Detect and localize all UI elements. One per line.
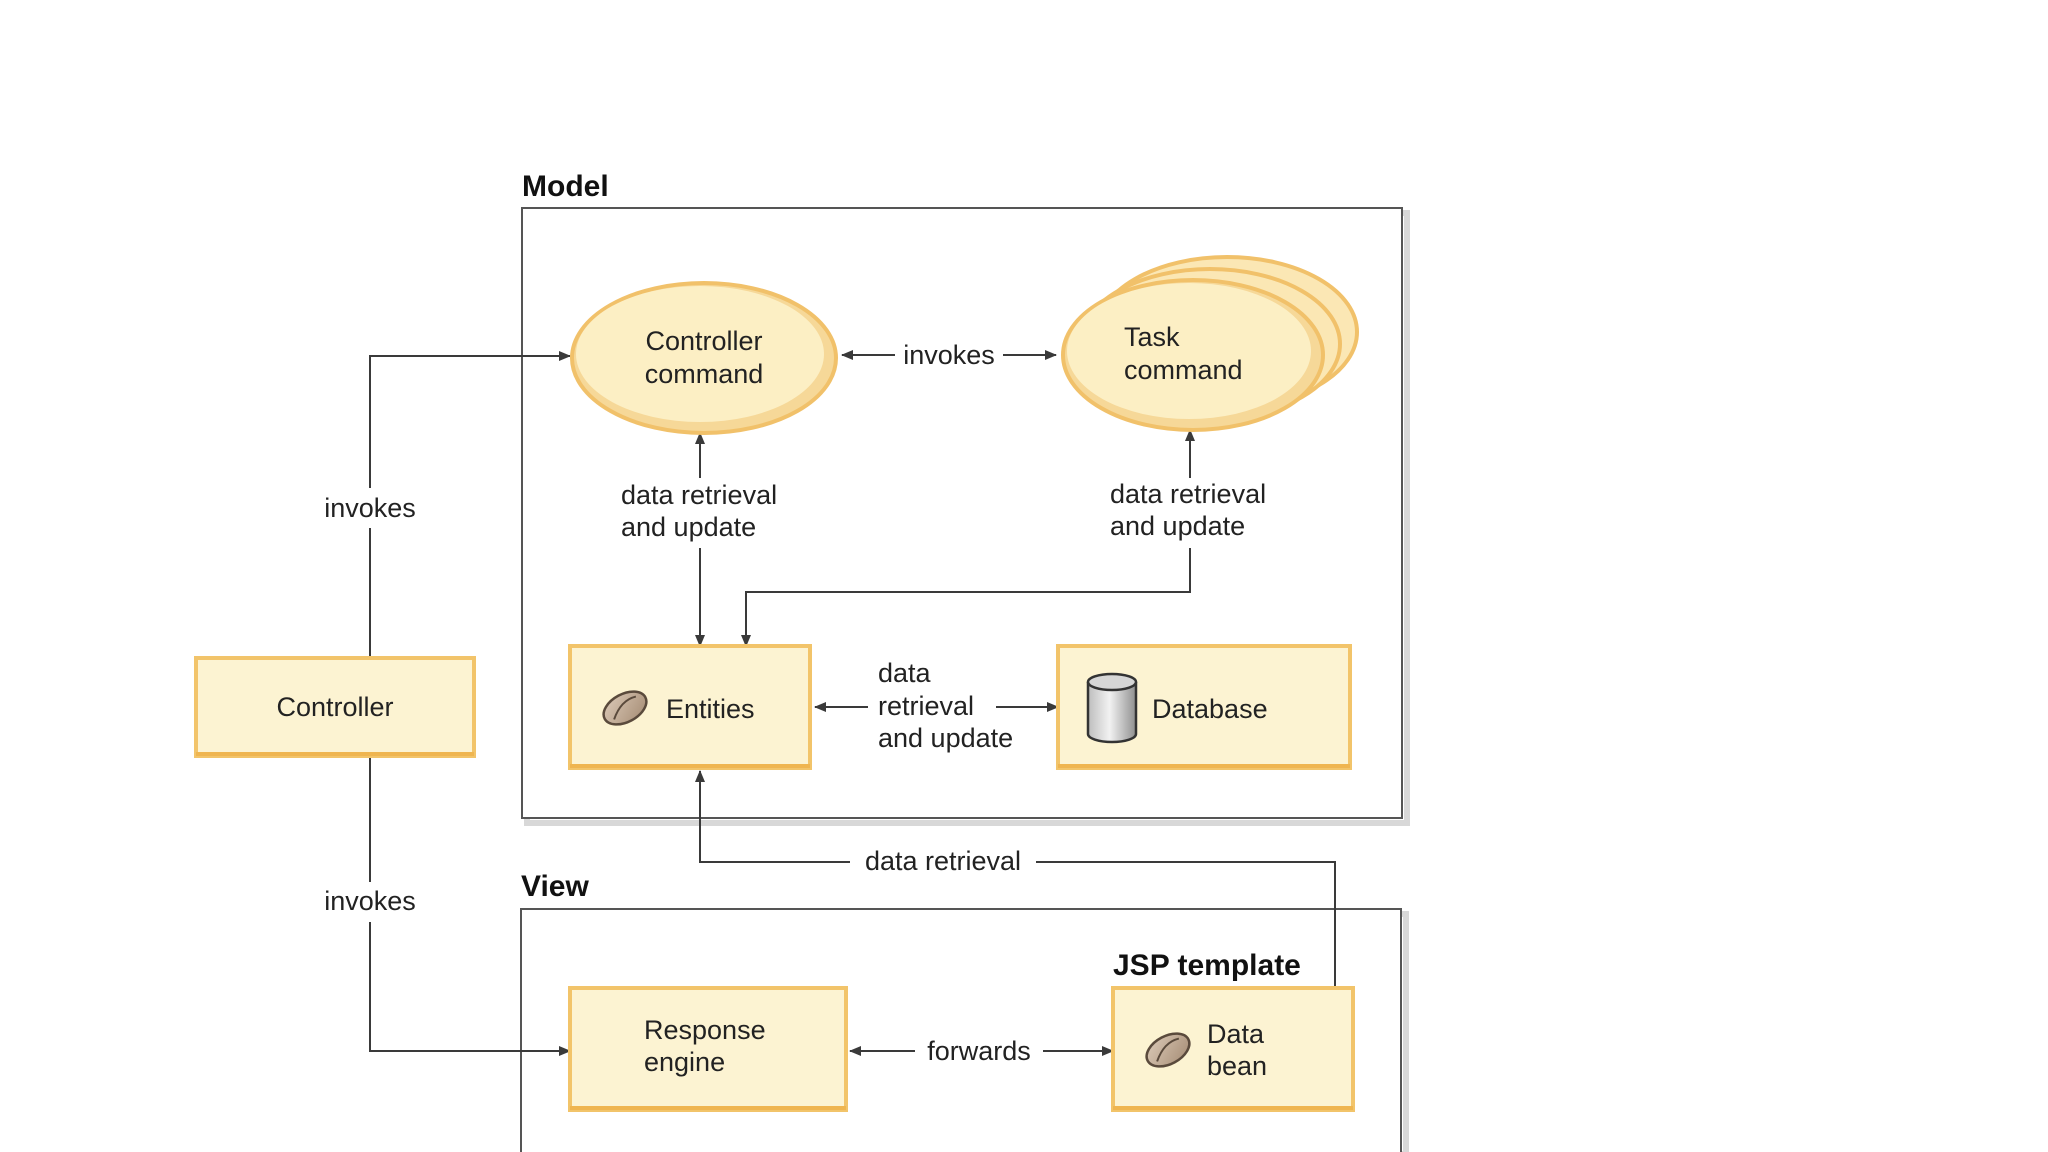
task-command-line1: Task	[1124, 322, 1180, 352]
edge-label-command-invokes-task: invokes	[903, 340, 995, 370]
edge-label-task-entities-2: and update	[1110, 511, 1245, 541]
view-title: View	[521, 870, 589, 903]
database-label: Database	[1152, 694, 1268, 724]
edge-task-entities-down	[741, 548, 1191, 647]
entities-node: Entities	[568, 644, 812, 770]
data-bean-node: Data bean	[1111, 986, 1355, 1112]
edge-label-command-entities-1: data retrieval	[621, 480, 777, 510]
edge-label-entities-database-3: and update	[878, 723, 1013, 753]
jsp-template-title: JSP template	[1113, 949, 1301, 982]
edge-controller-to-response	[369, 756, 571, 1056]
database-cylinder-icon	[1086, 672, 1138, 744]
edge-label-entities-database-2: retrieval	[878, 691, 974, 721]
database-node: Database	[1056, 644, 1352, 770]
controller-node: Controller	[194, 656, 476, 758]
edge-label-controller-invokes-bottom: invokes	[324, 886, 416, 916]
bean-icon	[602, 690, 648, 726]
controller-label: Controller	[276, 692, 393, 722]
controller-command-node: Controller command	[570, 281, 838, 435]
edge-label-forwards: forwards	[927, 1036, 1031, 1066]
response-engine-line1: Response	[644, 1015, 766, 1045]
controller-command-line2: command	[645, 359, 764, 389]
task-command-node: Task command	[1061, 255, 1359, 432]
bean-icon	[1145, 1032, 1191, 1068]
response-engine-node: Response engine	[568, 986, 848, 1112]
edge-controller-to-command	[369, 351, 571, 658]
entities-label: Entities	[666, 694, 755, 724]
edge-label-entities-database-1: data	[878, 658, 932, 688]
model-title: Model	[522, 170, 609, 203]
data-bean-line1: Data	[1207, 1019, 1265, 1049]
task-command-line2: command	[1124, 355, 1243, 385]
response-engine-line2: engine	[644, 1047, 725, 1077]
edge-label-command-entities-2: and update	[621, 512, 756, 542]
edge-label-task-entities-1: data retrieval	[1110, 479, 1266, 509]
edge-label-data-retrieval: data retrieval	[865, 846, 1021, 876]
controller-command-line1: Controller	[645, 326, 762, 356]
edge-label-controller-invokes-top: invokes	[324, 493, 416, 523]
data-bean-line2: bean	[1207, 1051, 1267, 1081]
